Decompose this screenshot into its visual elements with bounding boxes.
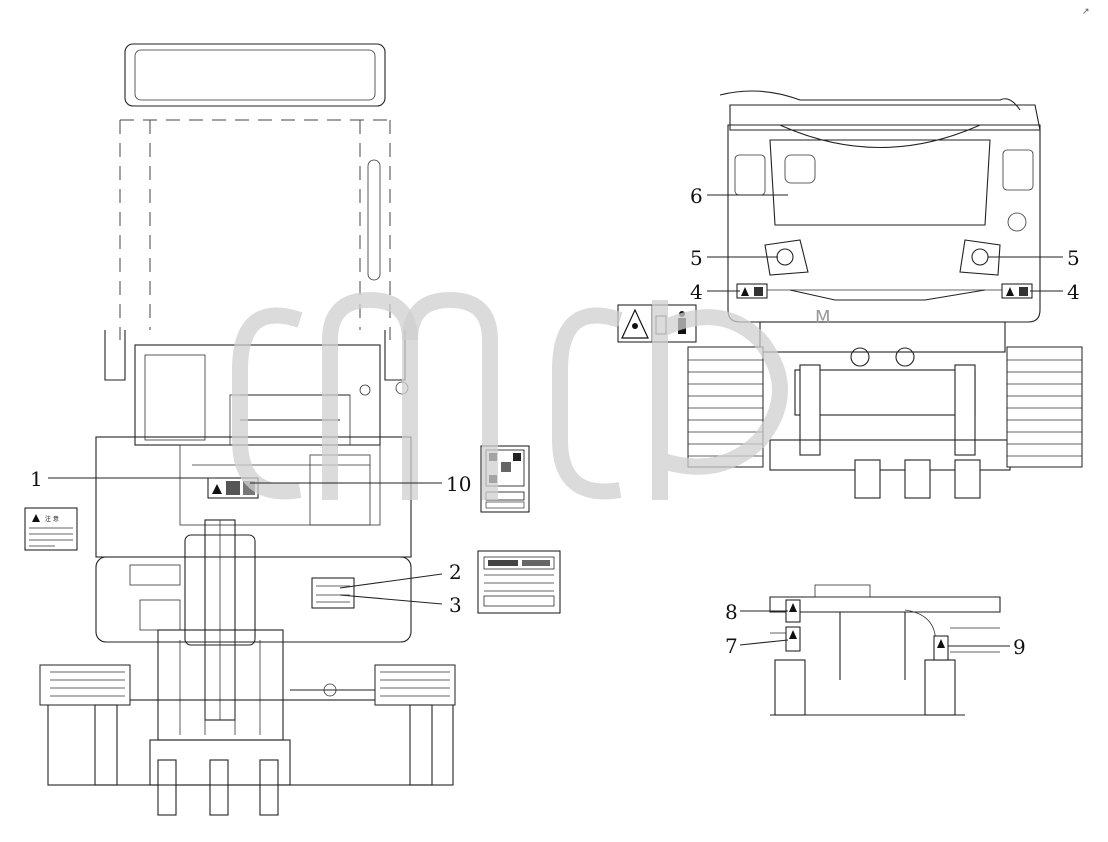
callout-leaders [48, 194, 1063, 647]
warning-triangle-icon [32, 514, 40, 522]
decal-4-left [736, 283, 768, 299]
warning-label-title: 注 意 [45, 515, 59, 523]
nameplate-detail [477, 550, 561, 614]
callout-8: 8 [725, 600, 738, 624]
undercarriage-and-blade [39, 664, 456, 786]
corner-mark: ↗ [1082, 7, 1090, 17]
boom-center-and-bucket [149, 519, 291, 816]
callout-10: 10 [446, 472, 471, 496]
rear-track-right [1006, 346, 1083, 468]
watermark-mark: M [815, 307, 831, 328]
callout-5-right: 5 [1067, 246, 1080, 270]
brand-watermark: M [232, 291, 831, 500]
callout-4-left: 4 [690, 280, 703, 304]
callout-4-right: 4 [1067, 280, 1080, 304]
callout-5-left: 5 [690, 246, 703, 270]
callout-1: 1 [30, 467, 43, 491]
warning-label-detail: 注 意 [24, 507, 78, 551]
callout-9: 9 [1013, 635, 1026, 659]
decal-2-3-plate [311, 577, 355, 609]
callout-numbers: 1 10 2 3 6 5 5 4 4 8 7 9 [30, 184, 1080, 659]
callout-7: 7 [725, 634, 738, 658]
frame-detail-view [769, 584, 1001, 716]
callout-6: 6 [690, 184, 703, 208]
cmc-logo-watermark [232, 307, 303, 500]
callout-2: 2 [449, 560, 462, 584]
rear-view-excavator [687, 90, 1083, 499]
decal-4-right [1001, 283, 1033, 299]
callout-3: 3 [449, 593, 462, 617]
